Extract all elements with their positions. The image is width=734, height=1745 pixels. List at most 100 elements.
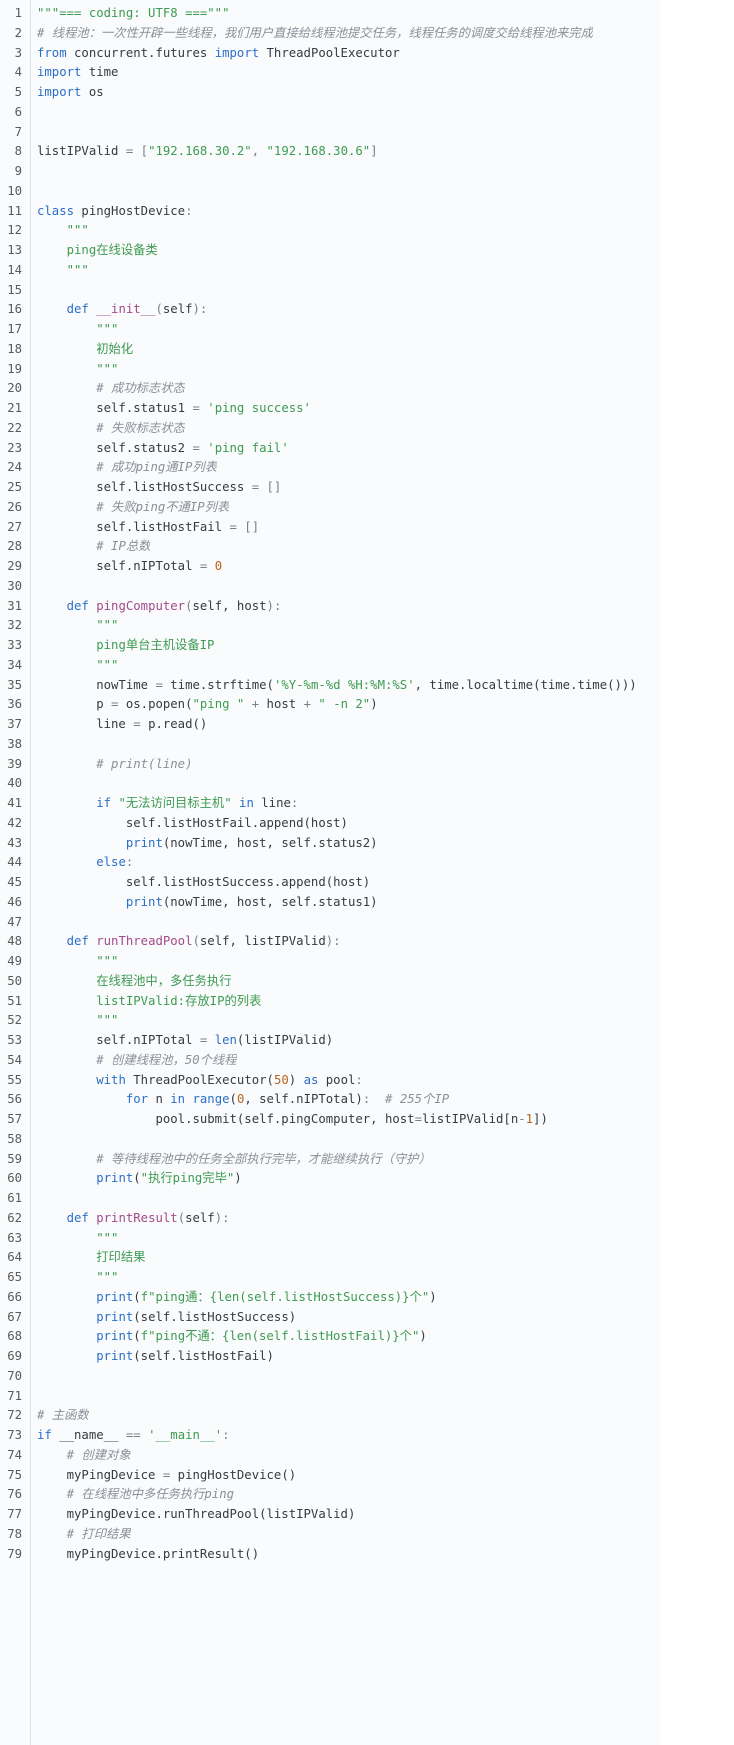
code-line: 61: [0, 1189, 660, 1209]
code-token: """: [96, 618, 119, 633]
code-text: [22, 103, 37, 123]
code-token: def: [66, 302, 89, 317]
code-token: # IP总数: [96, 539, 151, 554]
line-number: 23: [7, 440, 22, 455]
code-text: print(nowTime, host, self.status1): [22, 893, 378, 913]
code-token: pool: [318, 1072, 356, 1087]
code-token: self.listHostFail.append(host): [37, 815, 348, 830]
code-token: [37, 421, 96, 435]
code-token: n: [148, 1092, 171, 1107]
code-line: 53 self.nIPTotal = len(listIPValid): [0, 1031, 660, 1051]
code-line: 78 # 打印结果: [0, 1525, 660, 1545]
code-token: 初始化: [96, 341, 134, 356]
code-token: print: [96, 1329, 134, 1344]
code-token: [37, 757, 96, 771]
line-number: 38: [7, 736, 22, 751]
code-line: 40: [0, 774, 660, 794]
code-token: :: [362, 1092, 371, 1107]
code-text: if "无法访问目标主机" in line:: [22, 794, 298, 814]
code-token: [370, 1092, 385, 1106]
code-token: self.listHostSuccess.append(host): [37, 875, 371, 889]
code-token: 打印结果: [96, 1250, 146, 1265]
code-text: [22, 182, 37, 202]
code-text: print(f"ping不通：{len(self.listHostFail)}个…: [22, 1327, 427, 1347]
code-token: # 在线程池中多任务执行ping: [66, 1487, 235, 1502]
code-line: 38: [0, 735, 660, 755]
code-token: time.strftime(: [170, 677, 274, 692]
code-text: self.nIPTotal = len(listIPValid): [22, 1031, 333, 1051]
code-line: 23 self.status2 = 'ping fail': [0, 439, 660, 459]
code-text: nowTime = time.strftime('%Y-%m-%d %H:%M:…: [22, 676, 637, 696]
code-token: " -n 2": [318, 697, 371, 712]
code-token: (listIPValid): [236, 1033, 334, 1047]
code-token: [37, 362, 96, 376]
code-line: 30: [0, 577, 660, 597]
line-number: 20: [7, 381, 22, 396]
code-line: 59 # 等待线程池中的任务全部执行完毕，才能继续执行（守护）: [0, 1150, 660, 1170]
code-line: 31 def pingComputer(self, host):: [0, 597, 660, 617]
code-line: 34 """: [0, 656, 660, 676]
line-number: 62: [7, 1210, 22, 1225]
code-token: = [: [125, 144, 149, 159]
code-text: [22, 162, 37, 182]
code-token: [37, 1349, 96, 1363]
code-line: 1"""=== coding: UTF8 ===""": [0, 4, 660, 24]
code-text: [22, 774, 37, 794]
code-token: (: [155, 302, 163, 317]
line-number: 9: [14, 164, 22, 178]
line-number: 22: [7, 420, 22, 435]
code-line: 16 def __init__(self):: [0, 300, 660, 320]
code-token: import: [37, 65, 82, 80]
code-token: ping单台主机设备IP: [96, 638, 215, 652]
code-token: [37, 263, 67, 277]
code-line: 57 pool.submit(self.pingComputer, host=l…: [0, 1110, 660, 1130]
code-token: """: [96, 1270, 119, 1284]
code-text: def __init__(self):: [22, 300, 208, 320]
code-token: self.status1: [37, 401, 193, 415]
code-line: 76 # 在线程池中多任务执行ping: [0, 1485, 660, 1505]
code-token: listIPValid:存放IP的列表: [96, 993, 262, 1008]
code-token: # 255个IP: [385, 1092, 450, 1107]
code-line: 60 print("执行ping完毕"): [0, 1169, 660, 1189]
code-line: 39 # print(line): [0, 755, 660, 775]
code-token: [37, 618, 96, 632]
code-token: "执行ping完毕": [140, 1171, 235, 1186]
code-token: [185, 1092, 192, 1106]
code-token: ==: [125, 1428, 149, 1442]
code-token: +: [244, 697, 267, 712]
code-line: 26 # 失败ping不通IP列表: [0, 498, 660, 518]
code-line: 49 """: [0, 952, 660, 972]
code-text: # 成功ping通IP列表: [22, 458, 217, 478]
code-token: # 主函数: [37, 1408, 89, 1423]
line-number: 53: [7, 1033, 22, 1047]
line-number: 43: [7, 835, 22, 850]
code-line: 27 self.listHostFail = []: [0, 518, 660, 538]
code-line: 44 else:: [0, 853, 660, 873]
code-text: if __name__ == '__main__':: [22, 1426, 230, 1446]
code-token: [37, 895, 126, 909]
code-line: 22 # 失败标志状态: [0, 419, 660, 439]
line-number: 46: [7, 894, 22, 909]
code-token: =: [133, 717, 149, 731]
code-line: 24 # 成功ping通IP列表: [0, 458, 660, 478]
code-token: for: [125, 1092, 149, 1107]
line-number: 32: [7, 618, 22, 633]
code-text: # 失败标志状态: [22, 419, 185, 439]
code-token: print: [125, 835, 163, 850]
code-token: 1: [525, 1112, 534, 1126]
line-number: 64: [7, 1250, 22, 1265]
code-token: 'ping fail': [207, 440, 289, 455]
code-token: len: [214, 1033, 237, 1047]
line-number: 6: [14, 104, 22, 119]
code-token: [37, 974, 96, 988]
line-number: 25: [7, 480, 22, 494]
code-text: # 线程池：一次性开辟一些线程，我们用户直接给线程池提交任务，线程任务的调度交给…: [22, 24, 593, 44]
code-token: print: [96, 1309, 134, 1324]
code-token: "192.168.30.6": [266, 144, 371, 159]
code-token: =: [155, 677, 171, 692]
code-token: self: [162, 302, 193, 317]
line-number: 51: [7, 993, 22, 1008]
code-token: :: [222, 1428, 230, 1442]
code-token: if: [37, 1428, 52, 1442]
line-number: 34: [7, 657, 22, 672]
